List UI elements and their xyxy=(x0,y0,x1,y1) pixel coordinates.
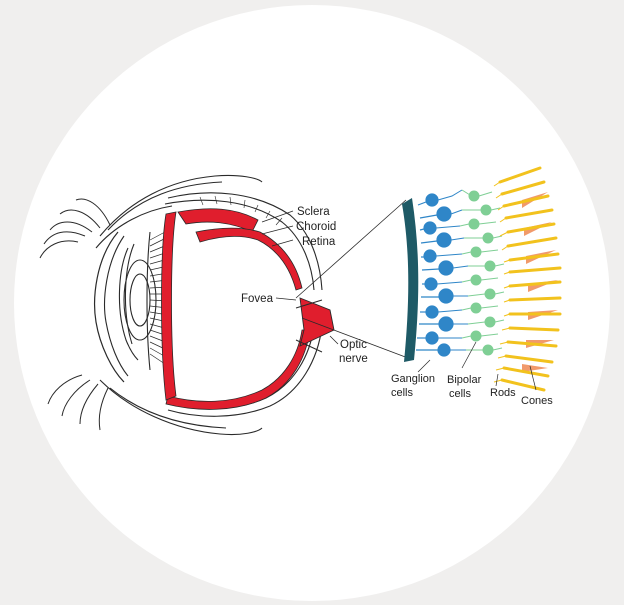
label-sclera: Sclera xyxy=(297,206,330,218)
label-optic-nerve-2: nerve xyxy=(339,353,368,365)
label-ganglion-2: cells xyxy=(391,387,414,399)
label-retina: Retina xyxy=(302,236,336,248)
label-choroid: Choroid xyxy=(296,221,336,233)
label-optic-nerve-1: Optic xyxy=(340,339,367,351)
label-bipolar-2: cells xyxy=(449,388,472,400)
label-rods: Rods xyxy=(490,387,516,399)
label-ganglion-1: Ganglion xyxy=(391,373,435,385)
label-cones: Cones xyxy=(521,395,553,407)
label-fovea: Fovea xyxy=(241,293,274,305)
label-bipolar-1: Bipolar xyxy=(447,374,482,386)
